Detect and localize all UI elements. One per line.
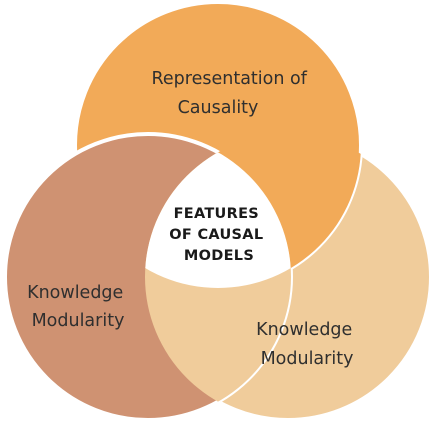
center-title: FEATURES OF CAUSAL MODELS — [169, 206, 268, 264]
right-circle-label: Knowledge Modularity — [256, 320, 358, 369]
top-circle-label: Representation of Causality — [152, 69, 313, 118]
left-circle-label: Knowledge Modularity — [27, 283, 129, 331]
